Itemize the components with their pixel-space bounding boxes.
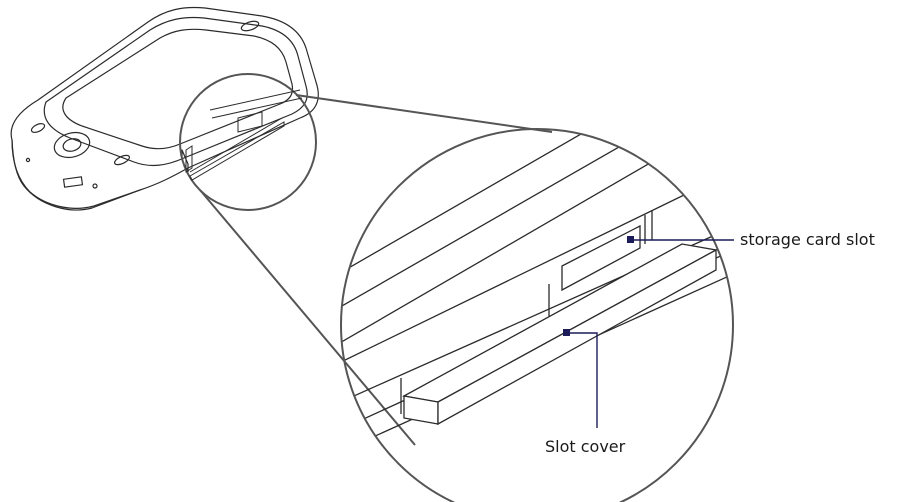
callout-slot-cover [563, 329, 598, 428]
bottom-dot [92, 183, 98, 189]
left-soft-button [30, 123, 46, 133]
label-storage-card-slot: storage card slot [740, 230, 875, 249]
zoom-source-circle [179, 73, 317, 211]
zoom-cone-bottom [199, 189, 416, 446]
body-line-3 [341, 133, 701, 367]
callout-storage-card-slot [627, 236, 734, 243]
mic-hole [25, 157, 31, 163]
nav-pad-center [62, 138, 82, 152]
slot-cover-side [437, 248, 717, 426]
device-body-outline [10, 6, 319, 211]
device-bezel [43, 16, 308, 167]
power-button [240, 20, 260, 32]
right-soft-button [114, 154, 130, 166]
zoom-target-circle [340, 128, 734, 502]
device-body-edge [11, 139, 141, 209]
callout-line-cover [570, 332, 598, 428]
phone-device [10, 6, 319, 211]
zoom-source-detail [185, 89, 303, 181]
body-line-2 [341, 129, 681, 331]
zoom-cone-top [295, 94, 553, 133]
device-screen [62, 28, 294, 150]
storage-card-slot [561, 224, 641, 292]
square-marker-icon [563, 329, 570, 336]
square-marker-icon [627, 236, 634, 243]
magnified-view [341, 129, 733, 471]
slot-cover-top [402, 243, 718, 403]
nav-pad-outer [53, 131, 91, 159]
sync-connector [62, 176, 84, 188]
label-slot-cover: Slot cover [545, 437, 626, 456]
